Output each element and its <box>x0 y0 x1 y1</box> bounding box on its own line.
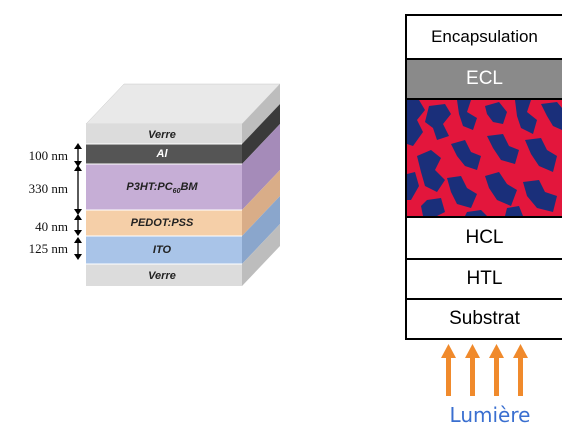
light-label: Lumière <box>449 403 531 427</box>
layer-hcl: HCL <box>405 216 562 258</box>
layer-pedot <box>86 170 280 236</box>
layer-substrat-label: Substrat <box>449 308 520 329</box>
layer-active <box>86 124 280 210</box>
label-al: Al <box>156 148 168 160</box>
light-arrow-icon <box>489 344 504 396</box>
label-ito: ITO <box>152 244 172 256</box>
thickness-al: 100 nm <box>28 148 68 163</box>
layer-encapsulation-label: Encapsulation <box>431 27 538 46</box>
label-verre-top: Verre <box>148 129 176 141</box>
thickness-ito: 125 nm <box>28 241 68 256</box>
light-arrow-icon <box>465 344 480 396</box>
dimension-arrows <box>74 143 82 260</box>
label-pedot: PEDOT:PSS <box>130 217 194 229</box>
label-active: P3HT:PC60BM <box>126 181 198 196</box>
layer-al <box>86 104 280 164</box>
thickness-active: 330 nm <box>28 181 68 196</box>
layer-substrat: Substrat <box>405 298 562 340</box>
layer-ito <box>86 196 280 264</box>
light-arrow-icon <box>513 344 528 396</box>
blend-morphology-image <box>407 100 562 216</box>
layer-verre-top <box>85 83 281 144</box>
layer-htl: HTL <box>405 258 562 298</box>
layer-ecl-label: ECL <box>466 68 503 89</box>
layer-ecl: ECL <box>405 58 562 98</box>
thickness-pedot: 40 nm <box>35 219 68 234</box>
layer-verre-bottom <box>86 224 280 286</box>
layer-htl-label: HTL <box>466 268 503 289</box>
light-arrow-icon <box>441 344 456 396</box>
layer-active-blend <box>405 98 562 216</box>
label-verre-bottom: Verre <box>148 270 176 282</box>
layer-encapsulation: Encapsulation <box>405 14 562 58</box>
layer-hcl-label: HCL <box>465 227 504 248</box>
